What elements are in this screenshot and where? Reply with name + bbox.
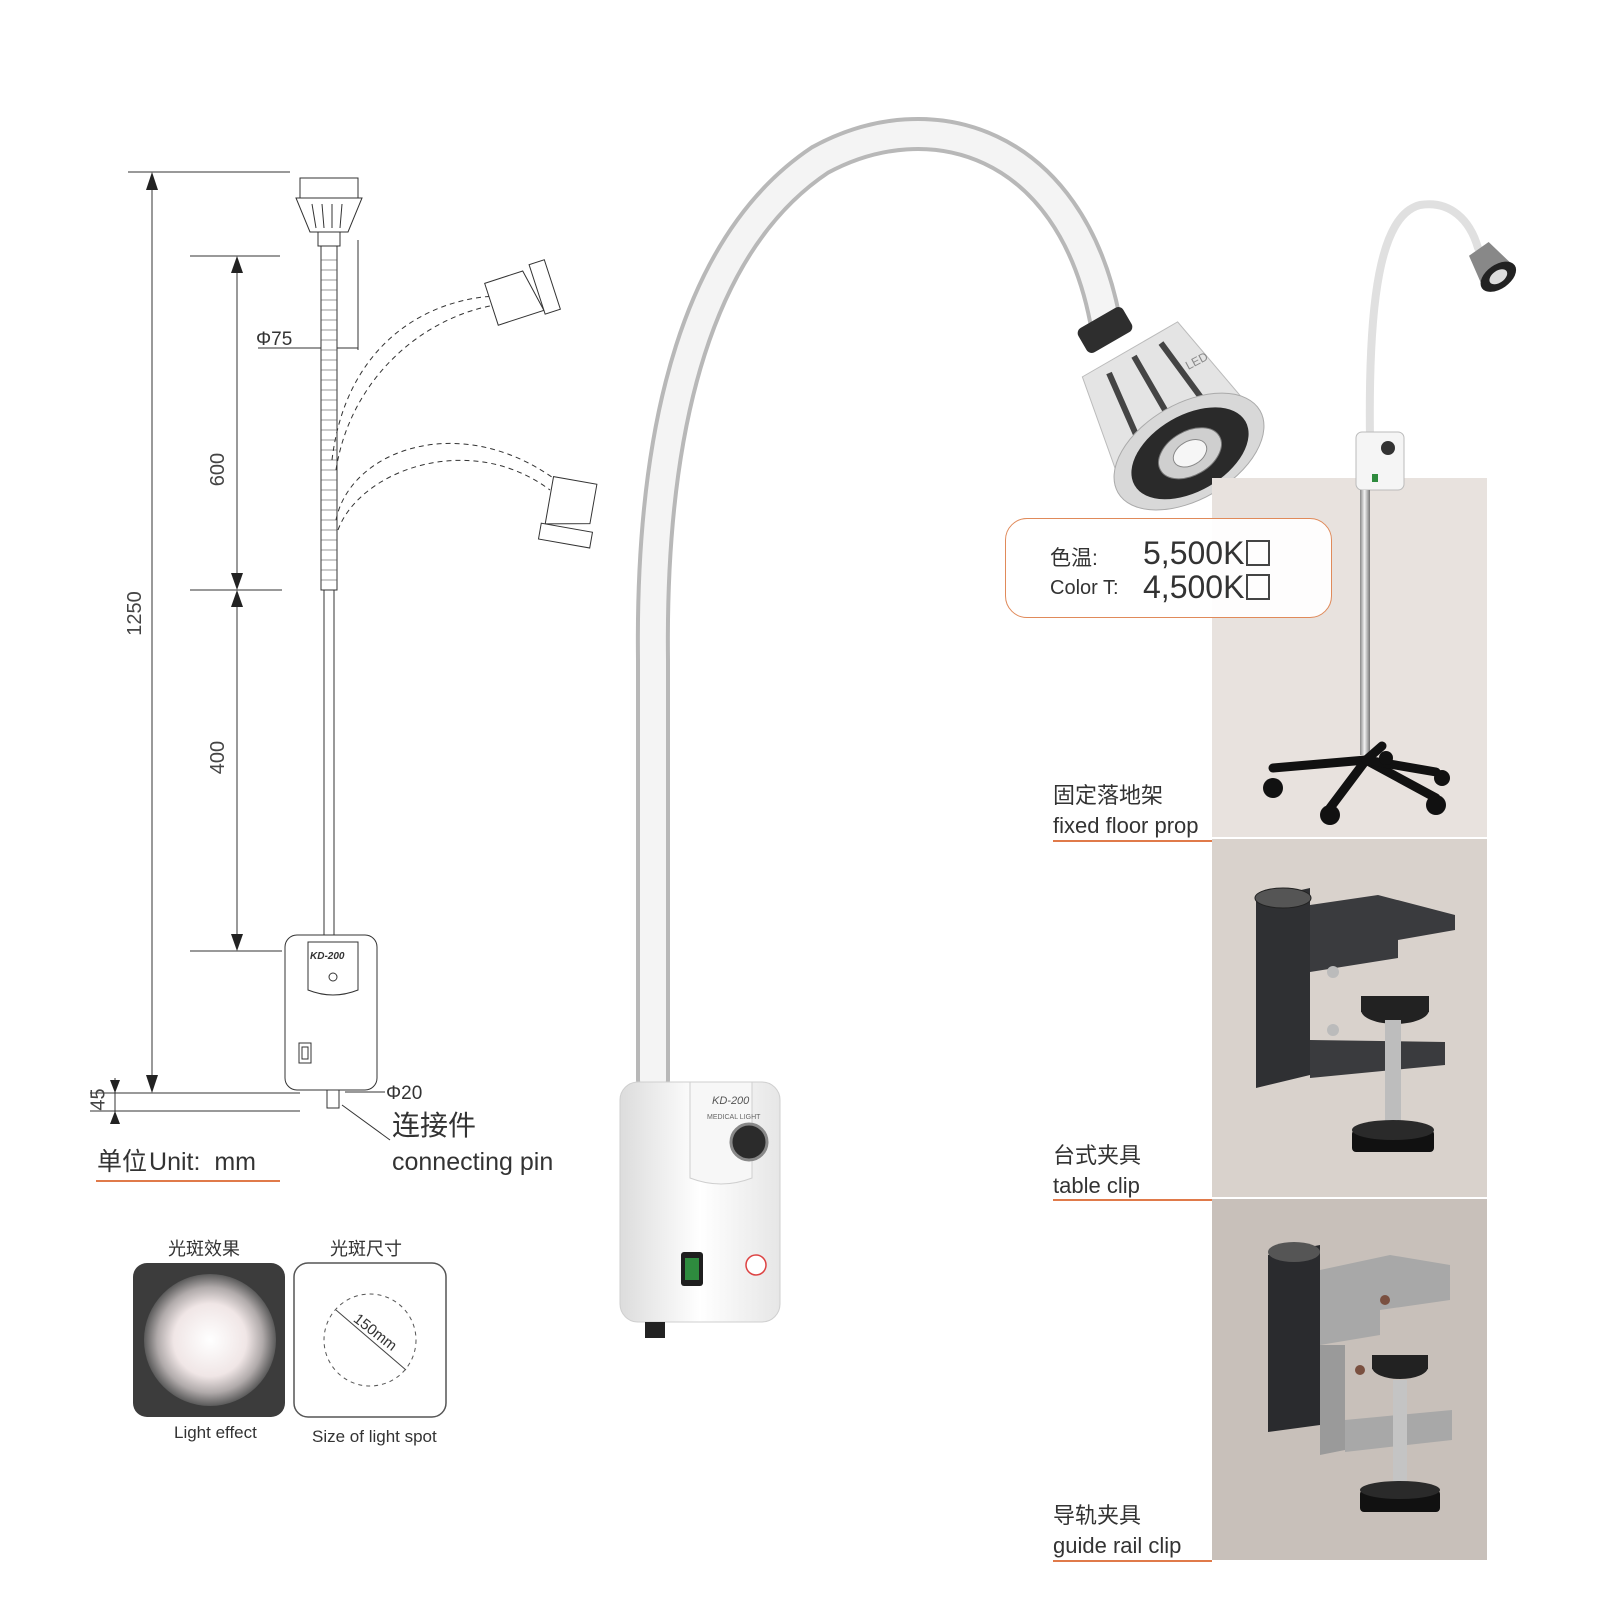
mount-rail-underline: [1053, 1560, 1212, 1562]
mount-table-cn: 台式夹具: [1053, 1143, 1142, 1168]
unit-value: mm: [214, 1148, 256, 1176]
dimension-base-offset: 45: [87, 1088, 110, 1111]
dimension-pin-diameter: Φ20: [386, 1083, 423, 1104]
checkbox-icon: [1246, 574, 1271, 600]
light-spot-size-panel: [293, 1262, 447, 1418]
dimension-drawing: [90, 171, 598, 1141]
mount-floor-en: fixed floor prop: [1053, 813, 1199, 838]
dimension-upper-section: 600: [207, 452, 230, 487]
light-spot-circle: [323, 1293, 417, 1387]
color-temp-option-1: 5,500K: [1143, 535, 1271, 571]
dimension-head-diameter: Φ75: [256, 329, 293, 350]
color-temperature-box: [1005, 518, 1332, 618]
checkbox-icon: [1246, 540, 1271, 566]
color-temp-cn: 色温:: [1050, 547, 1098, 570]
light-spot-size-en: Size of light spot: [312, 1427, 437, 1446]
color-temp-option-2: 4,500K: [1143, 569, 1271, 605]
rail-clip-panel: [1212, 1198, 1487, 1560]
floor-stand-image: [1263, 200, 1517, 825]
light-spot-glow: [144, 1274, 276, 1406]
control-box-model-sub: MEDICAL LIGHT: [707, 1114, 761, 1121]
table-clip-panel: [1212, 838, 1487, 1198]
color-temp-en: Color T:: [1050, 577, 1119, 599]
light-effect-cn: 光斑效果: [168, 1239, 240, 1259]
mount-table-en: table clip: [1053, 1173, 1140, 1198]
table-clip-image: [1254, 887, 1455, 1152]
mount-floor-underline: [1053, 840, 1212, 842]
mount-rail-en: guide rail clip: [1053, 1533, 1182, 1558]
dimension-total-height: 1250: [123, 591, 146, 636]
dimension-lower-section: 400: [207, 740, 230, 775]
connecting-pin-en: connecting pin: [392, 1148, 554, 1176]
mount-table-underline: [1053, 1199, 1212, 1201]
light-spot-size-cn: 光斑尺寸: [330, 1239, 402, 1259]
rail-clip-image: [1268, 1242, 1452, 1512]
connecting-pin-cn: 连接件: [392, 1110, 477, 1141]
light-effect-en: Light effect: [174, 1423, 257, 1442]
unit-en: Unit:: [149, 1148, 201, 1176]
color-temp-option-2-label: 4,500K: [1143, 569, 1245, 605]
drawing-lamp-head: [295, 177, 363, 247]
light-spot-diameter-line: [335, 1309, 407, 1371]
center-lamp: [619, 117, 1265, 1338]
mount-rail-cn: 导轨夹具: [1053, 1503, 1142, 1528]
drawing-model-label: KD-200: [310, 951, 345, 962]
unit-label: 单位Unit: mm: [97, 1150, 256, 1175]
unit-cn: 单位: [97, 1148, 148, 1176]
color-temp-option-1-label: 5,500K: [1143, 535, 1245, 571]
unit-underline: [96, 1180, 280, 1182]
mount-floor-cn: 固定落地架: [1053, 783, 1164, 808]
control-box-model-label: KD-200: [712, 1095, 750, 1107]
